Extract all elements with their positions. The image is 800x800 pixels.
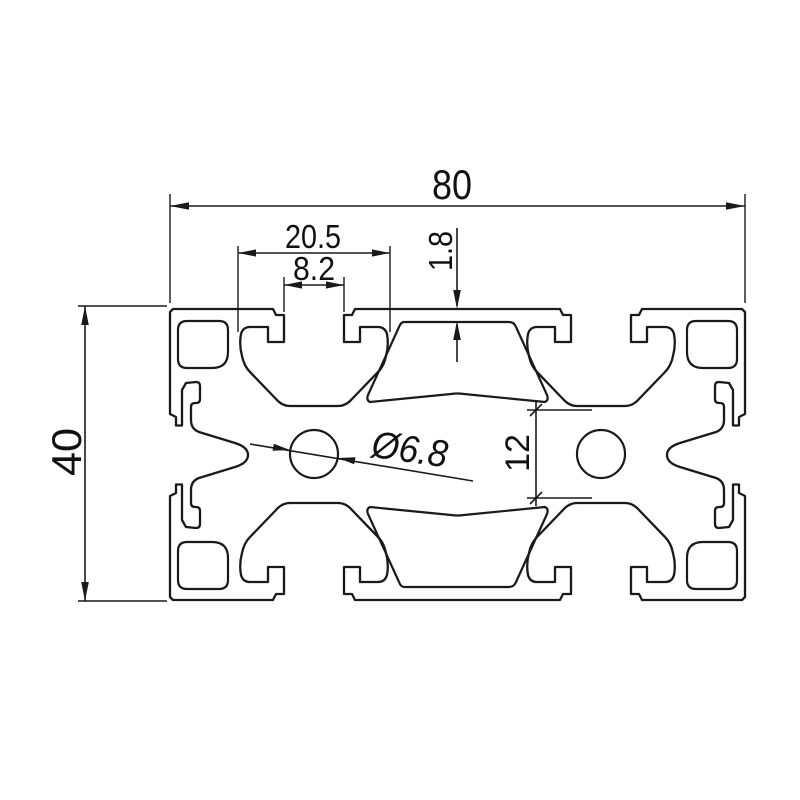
- dimension-overall-width: 80: [169, 161, 746, 303]
- center-bore-right: [575, 428, 627, 480]
- arrowhead-left: [284, 281, 302, 289]
- dim-1-8-text: 1.8: [422, 231, 459, 271]
- dimension-center-bore: Ø6.8: [249, 424, 474, 482]
- corner-boss-bottom-right: [685, 540, 739, 591]
- oblique-tick-bottom: [529, 491, 543, 505]
- arrowhead-bottom: [81, 582, 89, 601]
- dim-8-2-text: 8.2: [293, 250, 335, 287]
- arrowhead-right: [326, 281, 344, 289]
- arrowhead-left: [170, 202, 189, 210]
- dimension-wall-thickness: 1.8: [422, 228, 461, 362]
- arrowhead-left: [238, 249, 256, 257]
- profile-outline: [168, 307, 747, 602]
- dim-diameter-text: Ø6.8: [367, 424, 450, 476]
- oblique-tick-top: [529, 403, 543, 417]
- arrowhead-into-circle-right: [338, 457, 356, 465]
- dimension-core-width: 12: [499, 402, 592, 506]
- dim-40-text: 40: [43, 428, 90, 476]
- arrowhead-top: [81, 306, 89, 325]
- dim-12-text: 12: [499, 434, 537, 472]
- leader-line: [249, 443, 474, 482]
- dimension-slot-cavity-width: 20.5: [237, 218, 391, 332]
- arrowhead-down: [453, 290, 461, 309]
- corner-boss-top-right: [685, 319, 739, 370]
- arrowhead-into-circle-left: [272, 443, 290, 451]
- middle-cavity-bottom: [366, 505, 549, 589]
- dim-80-text: 80: [432, 161, 472, 208]
- profile-geometry: [168, 307, 747, 602]
- dim-20-5-text: 20.5: [285, 218, 341, 255]
- arrowhead-right: [372, 249, 390, 257]
- corner-boss-bottom-left: [176, 540, 230, 591]
- middle-cavity-top: [366, 320, 549, 404]
- center-bore-left: [288, 428, 340, 480]
- dimension-slot-opening: 8.2: [283, 250, 345, 312]
- corner-boss-top-left: [176, 319, 230, 370]
- arrowhead-right: [726, 202, 745, 210]
- dimension-overall-height: 40: [43, 305, 167, 602]
